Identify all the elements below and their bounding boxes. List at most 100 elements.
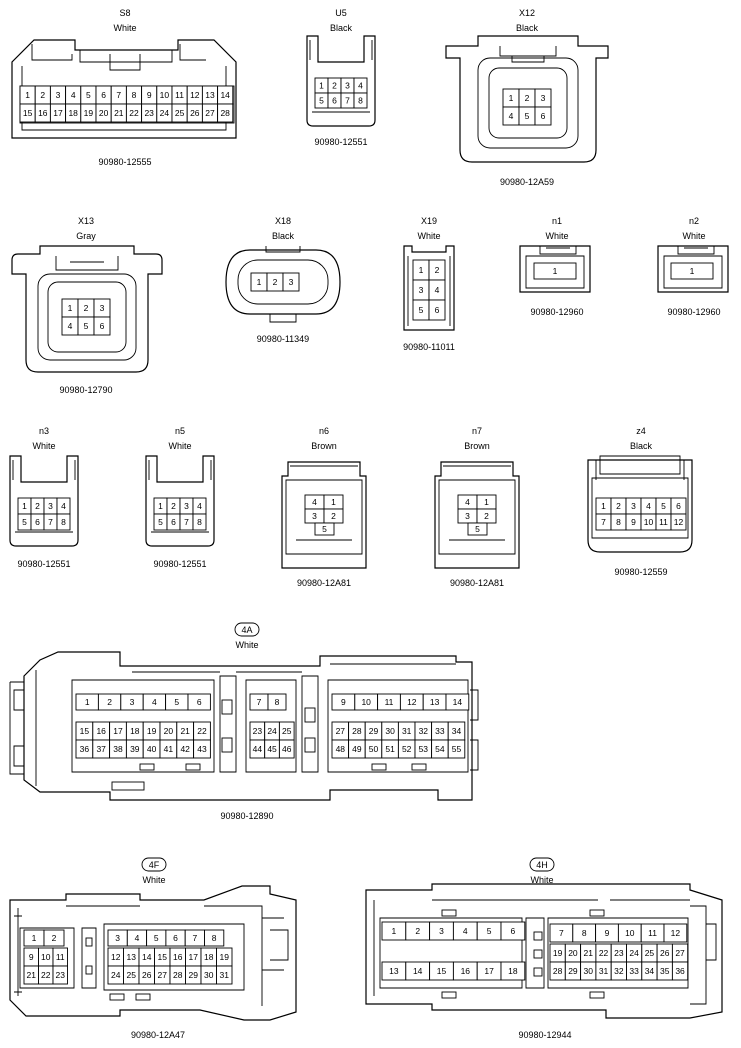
pin-number: 52 <box>402 744 412 754</box>
connector-color: White <box>545 231 568 241</box>
pin-number: 6 <box>197 697 202 707</box>
pin-number: 1 <box>22 501 27 511</box>
pin-number: 16 <box>461 966 471 976</box>
pin-number: 30 <box>584 966 594 976</box>
pin-number: 11 <box>648 928 657 938</box>
connector-housing <box>434 461 520 569</box>
pin-number: 1 <box>158 501 163 511</box>
pin-number: 8 <box>61 517 66 527</box>
pin-number: 7 <box>345 96 350 106</box>
connector-code: U5 <box>335 8 347 18</box>
pin-cell <box>500 921 526 941</box>
pin-number: 3 <box>465 511 470 521</box>
pin-number: 10 <box>41 952 51 962</box>
pin-number: 1 <box>553 266 558 276</box>
pin-number: 24 <box>267 726 277 736</box>
pin-number: 6 <box>100 321 105 331</box>
pin-number: 11 <box>385 697 394 707</box>
connector-housing <box>145 455 215 547</box>
pin-number: 9 <box>147 90 152 100</box>
connector-color: White <box>32 441 55 451</box>
pin-number: 5 <box>661 501 666 511</box>
pin-number: 5 <box>86 90 91 100</box>
pin-number: 30 <box>385 726 395 736</box>
pin-number: 5 <box>525 111 530 121</box>
pin-number: 13 <box>389 966 399 976</box>
part-number: 90980-11349 <box>257 334 309 344</box>
part-number: 90980-12944 <box>518 1030 571 1040</box>
pin-cell <box>282 272 300 292</box>
pin-number: 32 <box>614 966 624 976</box>
pin-number: 33 <box>629 966 639 976</box>
pin-number: 42 <box>180 744 190 754</box>
pin-number: 21 <box>27 970 37 980</box>
part-number: 90980-12790 <box>59 385 112 395</box>
pin-cell <box>187 693 211 711</box>
pin-number: 15 <box>437 966 447 976</box>
connector-housing <box>9 455 79 547</box>
pin-number: 24 <box>629 948 639 958</box>
pin-number: 25 <box>127 970 137 980</box>
part-number: 90980-12A59 <box>500 177 554 187</box>
pin-number: 8 <box>132 90 137 100</box>
pin-number: 1 <box>68 303 73 313</box>
pin-number: 24 <box>160 108 170 118</box>
connector-code: n3 <box>39 426 49 436</box>
pin-cell <box>93 316 111 336</box>
pin-number: 16 <box>96 726 106 736</box>
pin-number: 6 <box>435 305 440 315</box>
pin-number: 4 <box>435 285 440 295</box>
pin-number: 38 <box>113 744 123 754</box>
connector-color: Black <box>516 23 539 33</box>
part-number: 90980-12960 <box>667 307 720 317</box>
pin-number: 8 <box>616 517 621 527</box>
pin-number: 3 <box>100 303 105 313</box>
connector-housing <box>281 461 367 569</box>
pin-number: 4 <box>465 497 470 507</box>
pin-number: 3 <box>289 277 294 287</box>
pin-number: 36 <box>675 966 685 976</box>
connector-housing <box>306 35 376 127</box>
pin-number: 49 <box>352 744 362 754</box>
pin-number: 6 <box>101 90 106 100</box>
connector-color: White <box>142 875 165 885</box>
pin-number: 5 <box>154 933 159 943</box>
pin-number: 5 <box>22 517 27 527</box>
pin-number: 53 <box>419 744 429 754</box>
pin-number: 4 <box>646 501 651 511</box>
pin-number: 20 <box>164 726 174 736</box>
pin-number: 37 <box>96 744 106 754</box>
pin-number: 6 <box>332 96 337 106</box>
pin-cell <box>670 513 687 531</box>
pin-number: 23 <box>56 970 66 980</box>
pin-number: 19 <box>220 952 230 962</box>
pin-cell <box>56 513 71 531</box>
pin-number: 1 <box>32 933 37 943</box>
pin-number: 2 <box>331 511 336 521</box>
connector-color: Brown <box>311 441 337 451</box>
pin-number: 1 <box>392 926 397 936</box>
pin-number: 27 <box>158 970 168 980</box>
pin-number: 18 <box>68 108 78 118</box>
pin-number: 27 <box>205 108 215 118</box>
pin-number: 31 <box>402 726 412 736</box>
pin-number: 19 <box>84 108 94 118</box>
pin-number: 7 <box>257 697 262 707</box>
connector-code: X18 <box>275 216 291 226</box>
pin-number: 6 <box>541 111 546 121</box>
pin-number: 12 <box>674 517 684 527</box>
pin-number: 2 <box>35 501 40 511</box>
pin-number: 30 <box>204 970 214 980</box>
pin-number: 50 <box>369 744 379 754</box>
pin-number: 7 <box>48 517 53 527</box>
pin-number: 28 <box>352 726 362 736</box>
pin-number: 27 <box>675 948 685 958</box>
part-number: 90980-12551 <box>17 559 70 569</box>
pin-number: 13 <box>430 697 440 707</box>
